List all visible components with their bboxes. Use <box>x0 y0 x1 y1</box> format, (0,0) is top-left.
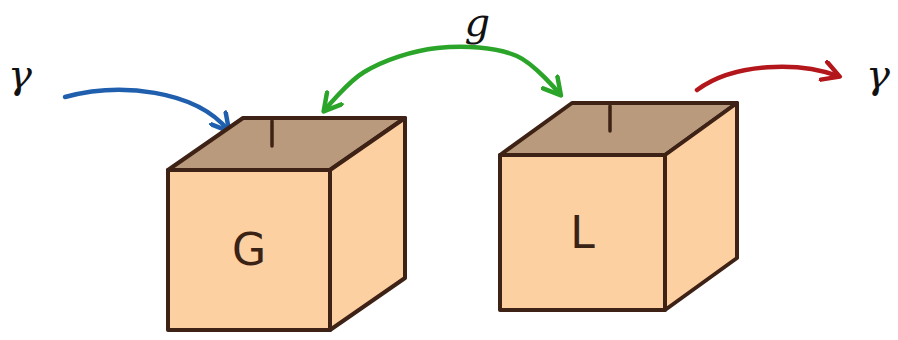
coupling-label: g <box>464 2 490 42</box>
inner-corner <box>608 106 612 131</box>
box-front-face: L <box>500 155 665 310</box>
box-front-face: G <box>168 170 330 330</box>
output-arrow <box>697 67 838 90</box>
box-front <box>168 170 330 330</box>
box-side <box>665 103 737 310</box>
rate-label: γ <box>866 54 890 94</box>
box-outline <box>498 98 741 314</box>
rate-label: γ <box>8 54 32 94</box>
box-label: L <box>570 211 595 255</box>
box-side <box>330 118 405 330</box>
box-front <box>500 155 665 310</box>
box-label: G <box>232 228 266 272</box>
input-arrow <box>65 90 228 130</box>
open-box: G <box>165 116 409 334</box>
open-box: L <box>498 98 741 314</box>
coupling-arrow <box>325 47 560 110</box>
inner-corner <box>270 121 274 146</box>
box-outline <box>165 116 409 334</box>
